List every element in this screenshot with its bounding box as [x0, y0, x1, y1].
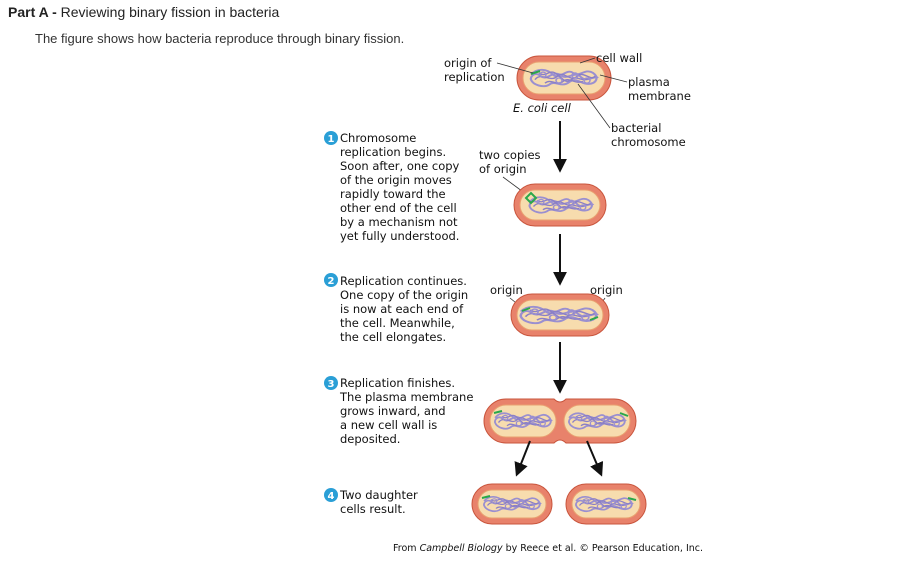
cell-wall-leader-line [579, 57, 596, 64]
step-2-number: 2 [328, 276, 335, 287]
cell-step-1 [513, 183, 607, 227]
cell-step-3 [483, 398, 637, 444]
step-3: 3 Replication finishes. The plasma membr… [324, 376, 477, 446]
step-2: 2 Replication continues. One copy of the… [324, 273, 472, 344]
step-2-badge [324, 273, 338, 287]
part-label: Part A - [8, 4, 57, 20]
ecoli-cell [516, 55, 612, 101]
step-1: 1 Chromosome replication begins. Soon af… [324, 131, 463, 243]
step-1-text: Chromosome replication begins. Soon afte… [340, 131, 463, 243]
two-copies-of-origin-label: two copies of origin [479, 148, 544, 176]
ecoli-cell-label: E. coli cell [513, 101, 572, 115]
step-4-number: 4 [328, 491, 335, 502]
intro-text: The figure shows how bacteria reproduce … [35, 31, 405, 46]
cell-step-2 [510, 293, 610, 337]
origin-leader-line [496, 62, 534, 74]
bacterial-chromosome-label: bacterial chromosome [611, 121, 686, 149]
step-3-text: Replication finishes. The plasma membran… [339, 376, 477, 446]
step-2-text: Replication continues. One copy of the o… [340, 274, 472, 344]
step-1-number: 1 [328, 134, 335, 145]
arrow-right-diagonal [586, 440, 604, 477]
step-1-badge [324, 131, 338, 145]
daughter-cell-left [471, 483, 553, 525]
part-title: Reviewing binary fission in bacteria [60, 4, 280, 20]
figure-credit: From Campbell Biology by Reece et al. © … [393, 543, 703, 554]
step-3-badge [324, 376, 338, 390]
step-4-badge [324, 488, 338, 502]
origin-of-replication-label: origin of replication [444, 56, 505, 84]
origin-left-label: origin [490, 283, 523, 297]
origin-right-label: origin [590, 283, 623, 297]
step-4-text: Two daughter cells result. [339, 488, 421, 516]
arrow-left-diagonal [514, 440, 531, 477]
part-header: Part A - Reviewing binary fission in bac… [8, 4, 279, 20]
plasma-membrane-label: plasma membrane [628, 75, 691, 103]
step-4: 4 Two daughter cells result. [324, 488, 421, 516]
plasma-membrane-leader-line [599, 74, 628, 83]
cell-wall-label: cell wall [596, 51, 642, 65]
chromosome-leader-line [577, 83, 611, 129]
step-3-number: 3 [328, 379, 335, 390]
daughter-cell-right [565, 483, 647, 525]
